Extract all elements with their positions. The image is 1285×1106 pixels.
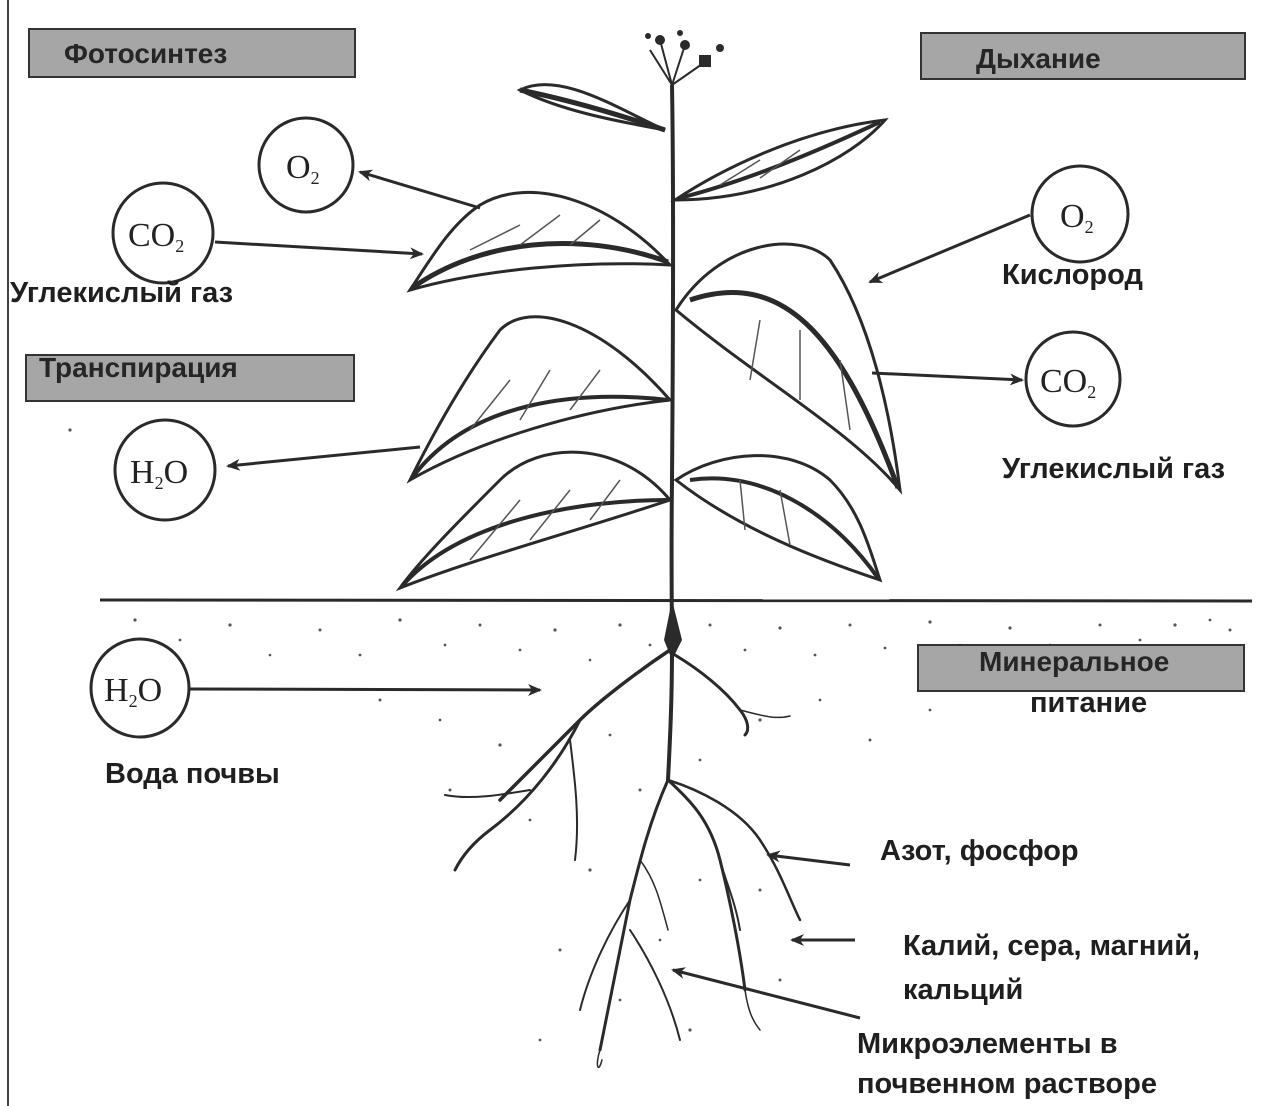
plant-leaves [400, 85, 900, 588]
label-micro-line1: Микроэлементы в [857, 1026, 1118, 1062]
o2-left-circle: O2 [259, 118, 353, 212]
heading-respiration: Дыхание [920, 32, 1246, 80]
plant-stem [672, 85, 674, 650]
plant-flower [646, 31, 723, 85]
arrow-soil-water [190, 689, 540, 690]
arrow-co2-respiration [872, 373, 1022, 380]
h2o-transpiration-circle: H2O [115, 420, 215, 520]
label-co2-left: Углекислый газ [10, 275, 233, 311]
heading-mineral-text: Минеральное [979, 648, 1169, 676]
heading-respiration-text: Дыхание [976, 45, 1101, 73]
label-oxygen-right: Кислород [1002, 257, 1143, 293]
o2-right-circle: O2 [1032, 166, 1128, 262]
co2-left-circle: CO2 [113, 183, 213, 283]
heading-transpiration-text: Транспирация [39, 354, 238, 382]
heading-photosynthesis-text: Фотосинтез [64, 40, 227, 68]
label-co2-right: Углекислый газ [1002, 451, 1225, 487]
arrow-o2-out [360, 172, 480, 208]
arrow-h2o-transpiration [228, 447, 420, 466]
plant-roots [445, 650, 800, 1067]
label-soil-water: Вода почвы [105, 756, 280, 792]
arrows [190, 172, 1030, 1018]
heading-mineral-line2: питание [1030, 685, 1147, 721]
arrow-co2-in [215, 242, 422, 254]
arrow-micro [673, 970, 860, 1018]
heading-photosynthesis: Фотосинтез [28, 28, 356, 78]
label-potassium-line2: кальций [903, 972, 1023, 1008]
h2o-soil-circle: H2O [91, 639, 189, 737]
co2-right-circle: CO2 [1026, 332, 1120, 426]
ground-line [100, 600, 1252, 601]
arrow-nitrogen [768, 855, 850, 865]
label-micro-line2: почвенном растворе [857, 1066, 1157, 1102]
label-nitrogen-phosphorus: Азот, фосфор [880, 833, 1079, 869]
heading-transpiration: Транспирация [25, 354, 355, 402]
label-potassium-line1: Калий, сера, магний, [903, 928, 1200, 964]
